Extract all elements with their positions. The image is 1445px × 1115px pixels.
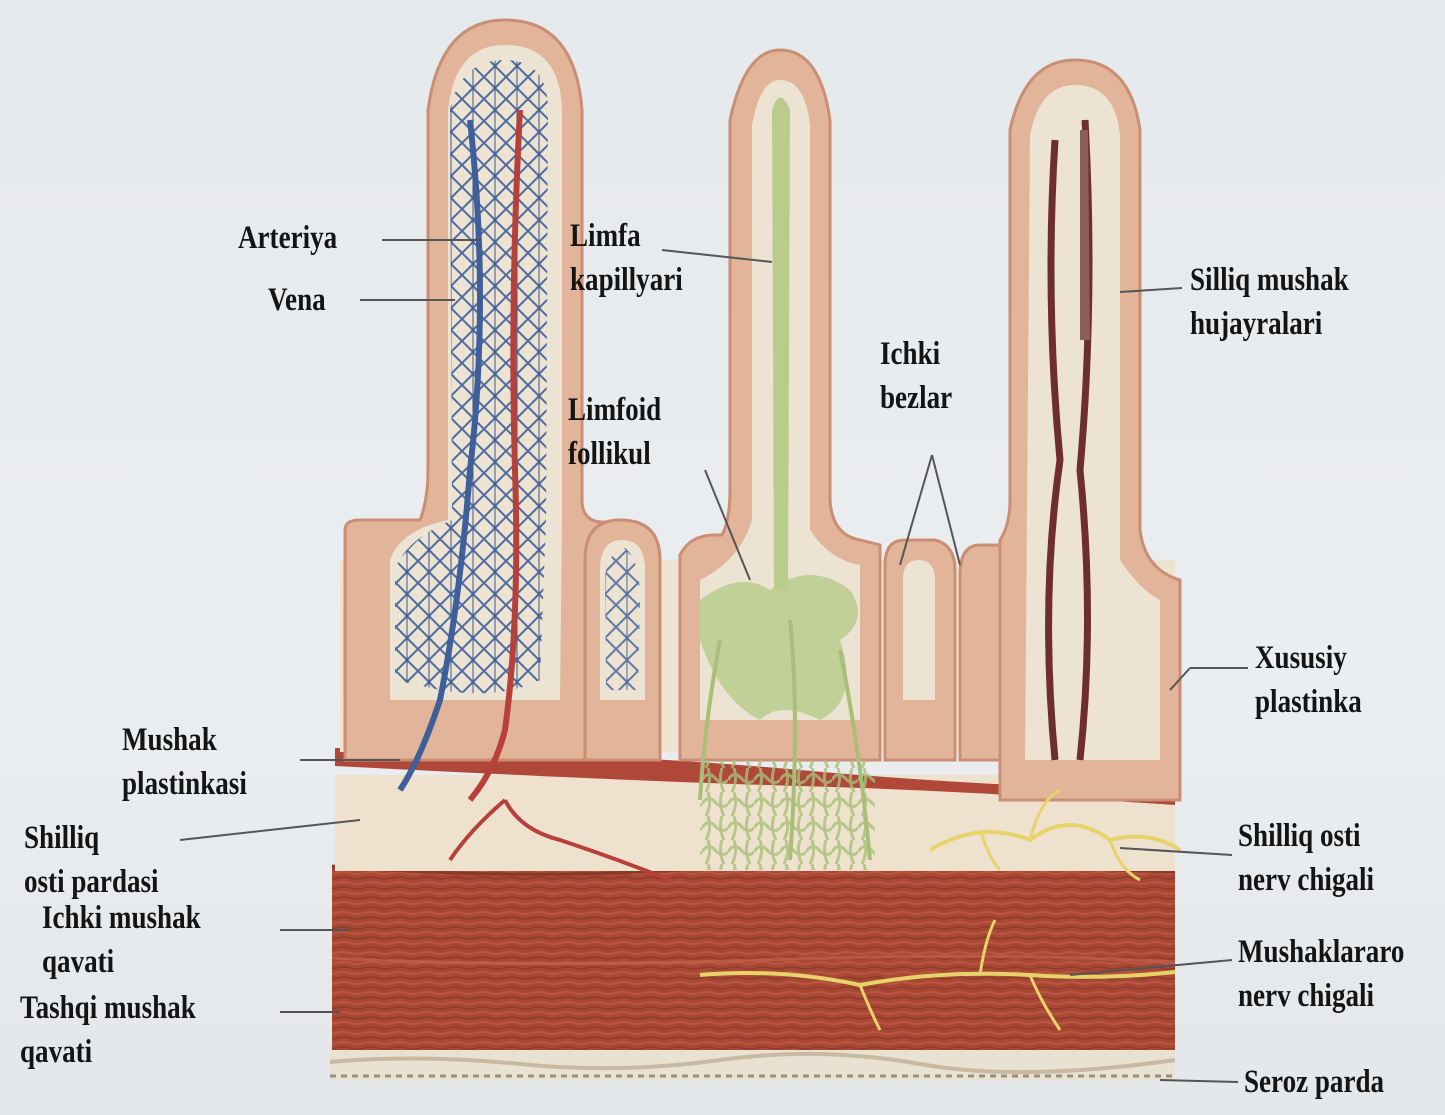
label-shilliq-osti-pardasi-line1: Shilliq [24,820,99,856]
label-silliq-mushak-line1: Silliq mushak [1190,262,1349,298]
label-arteriya: Arteriya [238,220,337,256]
label-limfa-kapillyari-line2: kapillyari [570,262,683,298]
label-xususiy-plastinka-line2: plastinka [1255,684,1362,720]
label-ichki-mushak-qavati-line1: Ichki mushak [42,900,201,936]
serosa-layer [330,1046,1175,1080]
label-shilliq-osti-nerv-line2: nerv chigali [1238,862,1374,898]
label-mushak-plastinkasi-line2: plastinkasi [122,766,247,802]
crypt-middle [885,540,1000,760]
label-limfa-kapillyari-line1: Limfa [570,218,641,254]
label-limfoid-follikul-line1: Limfoid [568,392,661,428]
label-limfoid-follikul-line2: follikul [568,436,651,472]
label-ichki-bezlar-line1: Ichki [880,336,940,372]
label-xususiy-plastinka-line1: Xususiy [1255,640,1347,676]
label-seroz-parda: Seroz parda [1244,1064,1384,1100]
label-ichki-mushak-qavati-line2: qavati [42,944,114,980]
label-tashqi-mushak-qavati-line2: qavati [20,1034,92,1070]
label-ichki-bezlar-line2: bezlar [880,380,952,416]
label-shilliq-osti-nerv-line1: Shilliq osti [1238,818,1361,854]
label-shilliq-osti-pardasi-line2: osti pardasi [24,864,159,900]
label-mushaklararo-nerv-line1: Mushaklararo [1238,934,1404,970]
label-mushaklararo-nerv-line2: nerv chigali [1238,978,1374,1014]
label-mushak-plastinkasi-line1: Mushak [122,722,217,758]
label-tashqi-mushak-qavati-line1: Tashqi mushak [20,990,196,1026]
villus-lymph [680,50,880,870]
label-silliq-mushak-line2: hujayralari [1190,306,1322,342]
villus-muscle [1000,60,1180,800]
muscle-layers [332,865,1175,1050]
label-vena: Vena [268,282,326,318]
crypt-small [585,520,660,760]
